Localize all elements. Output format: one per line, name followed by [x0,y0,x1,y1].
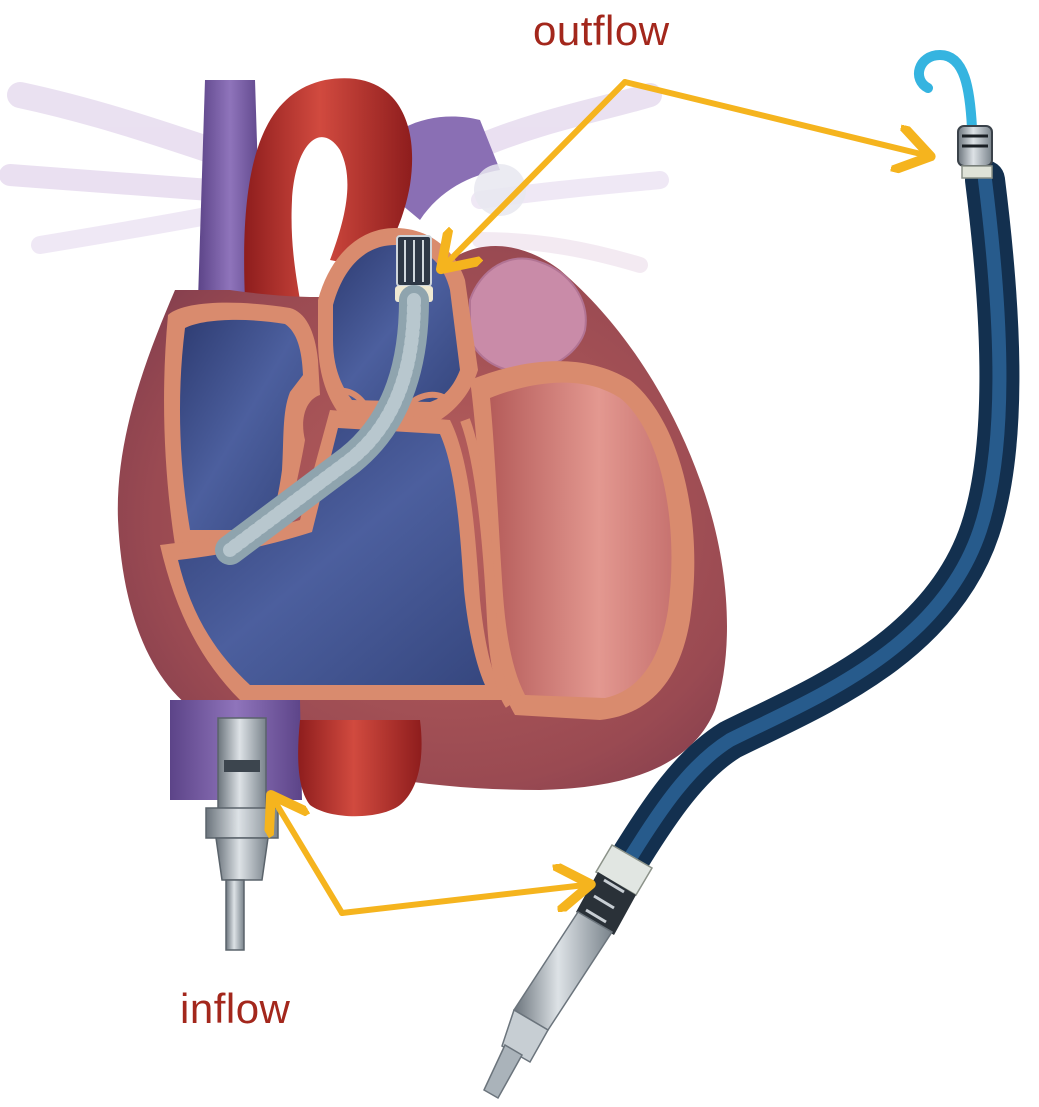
outflow-cage [958,126,992,178]
pigtail-tip [919,55,972,128]
inflow-label: inflow [180,988,290,1030]
inflow-tip [484,1045,522,1098]
inflow-arrow-to-heart [274,800,342,913]
descending-aorta [298,720,421,816]
inflow-arrows [274,800,585,913]
inflow-tube [514,912,612,1030]
heart-cross-section [10,78,727,950]
inflow-arrow-to-catheter [342,885,585,913]
outflow-label: outflow [533,10,670,52]
left-atrial-appendage [470,258,586,372]
outflow-arrow-to-catheter [625,82,925,155]
